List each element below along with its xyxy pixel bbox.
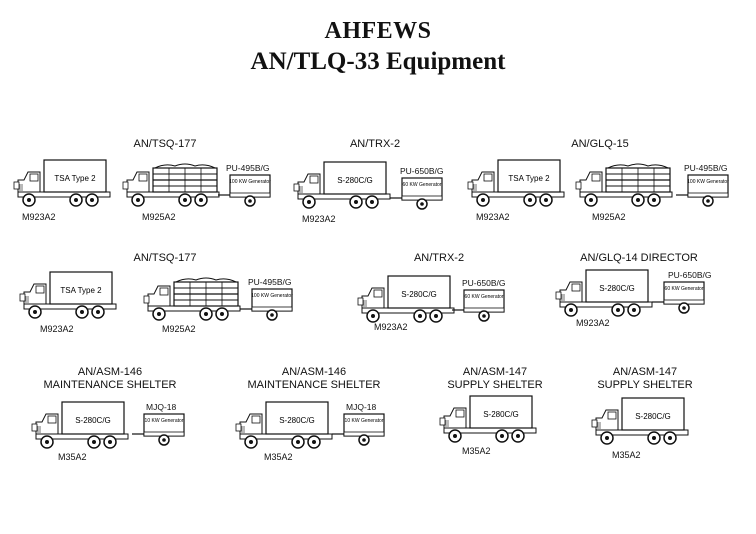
generator-text: 60 KW Generator bbox=[403, 182, 442, 188]
generator-name: PU-495B/G bbox=[684, 163, 728, 173]
generator-text: 60 KW Generator bbox=[665, 286, 704, 292]
generator-text: 100 KW Generator bbox=[229, 179, 271, 185]
group-label-line1: AN/ASM-146 bbox=[281, 366, 347, 378]
group-label-asm147-2: AN/ASM-147 SUPPLY SHELTER bbox=[590, 366, 700, 392]
group-label-tsq177-r1: AN/TSQ-177 bbox=[133, 138, 197, 150]
generator-trailer: 100 KW Generator bbox=[217, 163, 276, 208]
group-label-glq14-director: AN/GLQ-14 DIRECTOR bbox=[580, 252, 698, 264]
generator-text: 100 KW Generator bbox=[251, 293, 293, 299]
generator-trailer: 60 KW Generator bbox=[389, 166, 448, 211]
vehicle-label: M923A2 bbox=[22, 212, 56, 222]
truck-m923a2-s280: S-280C/G bbox=[357, 275, 460, 326]
group-label-line1: AN/ASM-147 bbox=[462, 366, 528, 378]
shelter-label: S-280C/G bbox=[635, 412, 671, 421]
vehicle-label: M35A2 bbox=[58, 452, 87, 462]
vehicle-label: M923A2 bbox=[476, 212, 510, 222]
truck-m35a2-s280: S-280C/G bbox=[591, 397, 694, 448]
generator-trailer: 10 KW Generator bbox=[331, 402, 390, 447]
shelter-label: S-280C/G bbox=[483, 410, 519, 419]
generator-name: PU-650B/G bbox=[462, 278, 506, 288]
truck-m923a2-s280: S-280C/G bbox=[293, 161, 396, 212]
generator-text: 10 KW Generator bbox=[345, 418, 384, 424]
generator-trailer: 100 KW Generator bbox=[675, 163, 734, 208]
vehicle-label: M35A2 bbox=[264, 452, 293, 462]
group-label-glq15: AN/GLQ-15 bbox=[571, 138, 629, 150]
vehicle-label: M925A2 bbox=[162, 324, 196, 334]
shelter-label: S-280C/G bbox=[75, 416, 111, 425]
truck-m35a2-s280: S-280C/G bbox=[439, 395, 542, 446]
generator-trailer: 60 KW Generator bbox=[451, 278, 510, 323]
vehicle-label: M925A2 bbox=[592, 212, 626, 222]
generator-name: MJQ-18 bbox=[346, 402, 377, 412]
group-label-line1: AN/ASM-146 bbox=[77, 366, 143, 378]
shelter-label: S-280C/G bbox=[599, 284, 635, 293]
vehicle-label: M35A2 bbox=[612, 450, 641, 460]
group-label-tsq177-r2: AN/TSQ-177 bbox=[133, 252, 197, 264]
generator-name: MJQ-18 bbox=[146, 402, 177, 412]
group-label-asm147-1: AN/ASM-147 SUPPLY SHELTER bbox=[440, 366, 550, 392]
page-subtitle: AN/TLQ-33 Equipment bbox=[250, 48, 506, 75]
vehicle-label: M925A2 bbox=[142, 212, 176, 222]
group-label-trx2-r1: AN/TRX-2 bbox=[349, 138, 401, 150]
group-label-line2: SUPPLY SHELTER bbox=[447, 379, 543, 391]
page-title: AHFEWS bbox=[324, 18, 432, 44]
vehicle-label: M35A2 bbox=[462, 446, 491, 456]
group-label-line2: MAINTENANCE SHELTER bbox=[247, 379, 381, 391]
generator-trailer: 60 KW Generator bbox=[651, 270, 710, 315]
vehicle-label: M923A2 bbox=[576, 318, 610, 328]
generator-trailer: 100 KW Generator bbox=[239, 277, 298, 322]
group-label-line2: MAINTENANCE SHELTER bbox=[43, 379, 177, 391]
truck-m923a2-tsa: TSA Type 2 bbox=[13, 159, 116, 210]
generator-name: PU-495B/G bbox=[226, 163, 270, 173]
truck-m923a2-s280: S-280C/G bbox=[555, 269, 658, 320]
generator-text: 100 KW Generator bbox=[687, 179, 729, 185]
shelter-label: TSA Type 2 bbox=[54, 174, 96, 183]
shelter-label: TSA Type 2 bbox=[508, 174, 550, 183]
generator-name: PU-650B/G bbox=[668, 270, 712, 280]
vehicle-label: M923A2 bbox=[302, 214, 336, 224]
shelter-label: TSA Type 2 bbox=[60, 286, 102, 295]
group-label-line2: SUPPLY SHELTER bbox=[597, 379, 693, 391]
group-label-asm146-2: AN/ASM-146 MAINTENANCE SHELTER bbox=[244, 366, 384, 392]
truck-m923a2-tsa: TSA Type 2 bbox=[19, 271, 122, 322]
shelter-label: S-280C/G bbox=[279, 416, 315, 425]
truck-m925a2-cargo bbox=[575, 160, 678, 210]
truck-m923a2-tsa: TSA Type 2 bbox=[467, 159, 570, 210]
truck-m35a2-s280: S-280C/G bbox=[31, 401, 134, 452]
vehicle-label: M923A2 bbox=[40, 324, 74, 334]
vehicle-label: M923A2 bbox=[374, 322, 408, 332]
group-label-line1: AN/ASM-147 bbox=[612, 366, 678, 378]
generator-name: PU-650B/G bbox=[400, 166, 444, 176]
generator-text: 10 KW Generator bbox=[145, 418, 184, 424]
shelter-label: S-280C/G bbox=[337, 176, 373, 185]
shelter-label: S-280C/G bbox=[401, 290, 437, 299]
truck-m35a2-s280: S-280C/G bbox=[235, 401, 338, 452]
generator-text: 60 KW Generator bbox=[465, 294, 504, 300]
group-label-trx2-r2: AN/TRX-2 bbox=[413, 252, 465, 264]
truck-m925a2-cargo bbox=[143, 274, 246, 324]
group-label-asm146-1: AN/ASM-146 MAINTENANCE SHELTER bbox=[40, 366, 180, 392]
truck-m925a2-cargo bbox=[122, 160, 225, 210]
generator-trailer: 10 KW Generator bbox=[131, 402, 190, 447]
generator-name: PU-495B/G bbox=[248, 277, 292, 287]
